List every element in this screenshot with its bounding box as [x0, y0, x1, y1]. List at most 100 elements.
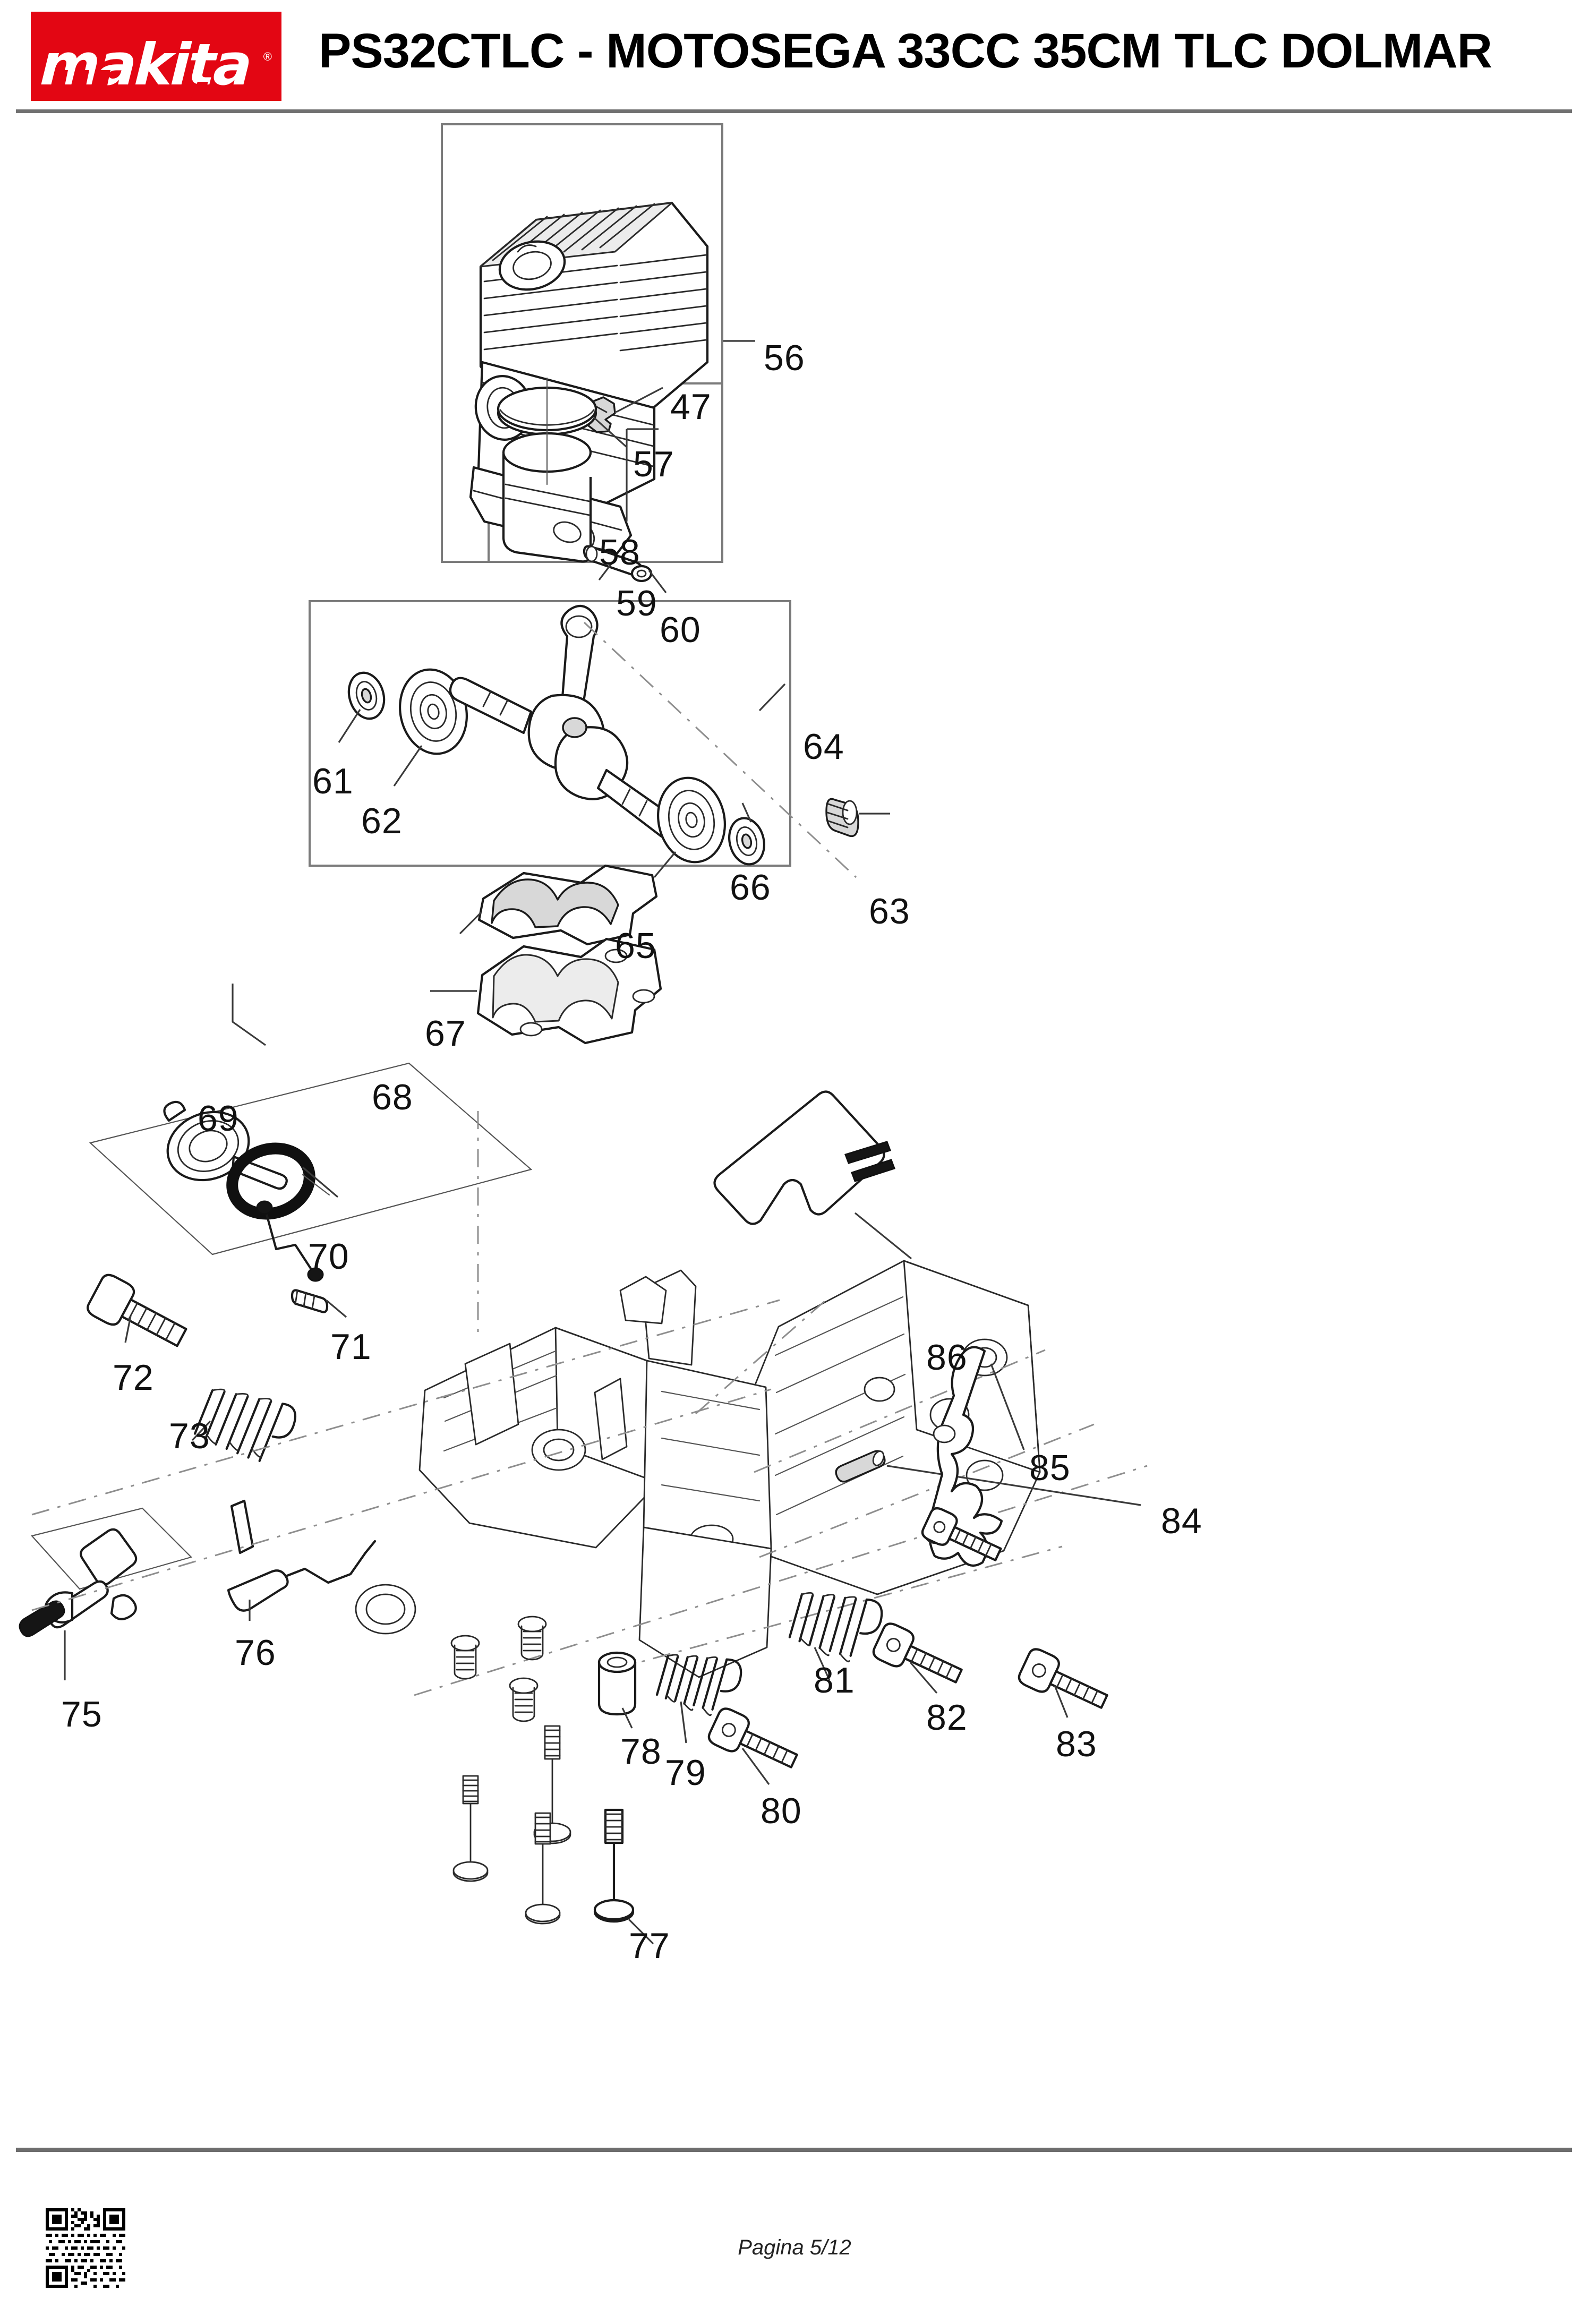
callout-84: 84	[1161, 1501, 1202, 1541]
page-number-label: Pagina 5/12	[738, 2236, 851, 2259]
part-76-pin-and-wire	[227, 1540, 377, 1621]
leader-83	[1054, 1685, 1069, 1718]
part-79-spring	[655, 1654, 742, 1744]
assembly-axis-main-3	[414, 1465, 1148, 1696]
footer-divider	[16, 2148, 1572, 2152]
assembly-axis-main-2	[31, 1388, 772, 1611]
header-divider	[16, 109, 1572, 113]
callout-80: 80	[761, 1791, 802, 1831]
callout-68: 68	[372, 1077, 413, 1117]
page-title: PS32CTLC - MOTOSEGA 33CC 35CM TLC DOLMAR	[319, 24, 1492, 78]
callout-65: 65	[615, 926, 656, 966]
callout-70: 70	[308, 1236, 349, 1277]
callout-59: 59	[616, 583, 657, 623]
part-64-crankshaft	[449, 604, 857, 878]
callout-81: 81	[814, 1660, 855, 1701]
leader-69	[232, 984, 266, 1046]
leader-60	[648, 570, 667, 593]
callout-78: 78	[620, 1731, 662, 1772]
registered-trademark-icon: ®	[263, 50, 272, 63]
leader-61	[338, 709, 361, 743]
callout-85: 85	[1029, 1448, 1071, 1488]
part-71-set-screw	[291, 1289, 347, 1318]
part-70-o-ring	[226, 1142, 339, 1220]
leader-47	[616, 387, 663, 413]
callout-75: 75	[61, 1694, 102, 1735]
assembly-axis-main	[31, 1299, 780, 1516]
page-header: makita ® PS32CTLC - MOTOSEGA 33CC 35CM T…	[0, 0, 1589, 113]
leader-79	[680, 1701, 687, 1744]
page-footer: Pagina 5/12	[0, 2136, 1589, 2324]
part-65-ball-bearing	[653, 776, 726, 878]
crankcase-housing	[31, 1111, 1148, 1696]
leader-86	[854, 1212, 912, 1260]
qr-code-icon[interactable]	[46, 2208, 125, 2288]
part-61-oil-seal	[338, 671, 386, 743]
leader-59	[598, 557, 617, 580]
part-80-screw	[707, 1707, 798, 1768]
callout-64: 64	[803, 727, 844, 767]
leader-71	[325, 1299, 347, 1318]
part-63-needle-bearing	[825, 798, 890, 838]
leader-62	[393, 745, 423, 787]
callout-67: 67	[425, 1013, 466, 1054]
part-68-insulator	[430, 937, 662, 1045]
callout-62: 62	[361, 801, 403, 841]
part-67-insulator-gasket	[459, 864, 658, 946]
callout-69: 69	[198, 1098, 239, 1139]
parts-diagram: .ln { fill:none; stroke:#1a1a1a; stroke-…	[0, 113, 1589, 2136]
callout-72: 72	[113, 1357, 154, 1398]
leader-77	[628, 1918, 654, 1945]
small-screws	[450, 1616, 547, 1722]
callout-66: 66	[730, 867, 771, 908]
leader-78	[621, 1707, 633, 1729]
callout-57: 57	[633, 444, 674, 484]
part-72-screw	[87, 1274, 187, 1347]
leader-57	[626, 428, 659, 447]
assembly-axis-85	[754, 1349, 1046, 1473]
callout-77: 77	[629, 1926, 670, 1966]
part-83-screw	[1018, 1648, 1108, 1709]
callout-61: 61	[312, 761, 354, 801]
assembly-axis-64	[583, 621, 857, 878]
part-78-bushing	[597, 1651, 637, 1729]
leader-70	[302, 1166, 339, 1198]
leader-64	[758, 683, 786, 712]
assembly-axis-lower	[616, 1545, 1063, 1670]
leader-66	[741, 802, 752, 823]
part-82-screw	[872, 1622, 963, 1684]
oil-pump-wire	[263, 1205, 315, 1274]
part-84-dowel-pin	[835, 1450, 1141, 1506]
part-75-tensioner-lever	[19, 1507, 193, 1680]
crankshaft-group-frame	[309, 600, 791, 867]
part-81-spring	[788, 1592, 883, 1681]
woodruff-key	[230, 1499, 254, 1554]
part-69-oil-pump	[89, 984, 533, 1255]
leader-85	[990, 1363, 1025, 1450]
part-86-cover-plate	[713, 1090, 912, 1260]
part-82-screw-upper	[921, 1507, 1002, 1561]
callout-82: 82	[926, 1697, 968, 1738]
callout-58: 58	[599, 532, 640, 573]
callout-83: 83	[1056, 1724, 1097, 1764]
callout-60: 60	[660, 610, 701, 650]
callout-47: 47	[670, 387, 712, 427]
logo-stripe-decoration	[50, 70, 262, 101]
part-57-piston	[502, 377, 592, 563]
leader-67	[459, 911, 482, 935]
leader-65	[653, 851, 677, 878]
callout-86: 86	[926, 1337, 968, 1378]
leader-81	[814, 1647, 831, 1681]
leader-80	[741, 1748, 770, 1785]
leader-72	[124, 1315, 132, 1343]
callout-63: 63	[869, 891, 910, 932]
callout-71: 71	[330, 1327, 372, 1367]
part-73-spring	[191, 1388, 297, 1462]
callout-73: 73	[169, 1416, 210, 1456]
makita-logo: makita ®	[31, 12, 281, 101]
leader-84	[886, 1465, 1141, 1506]
part-66-oil-seal	[728, 802, 765, 866]
callout-79: 79	[665, 1753, 706, 1793]
part-60-circlip	[630, 565, 667, 593]
part-77-long-screws	[452, 1725, 654, 1945]
